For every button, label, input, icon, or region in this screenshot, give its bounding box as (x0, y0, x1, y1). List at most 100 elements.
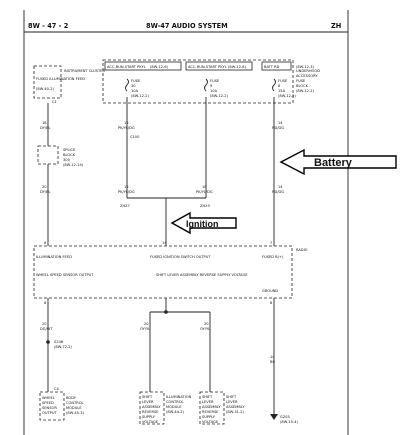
fuse-acc1-header: ACC-RUN-START PKYL (107, 65, 146, 69)
splice-s246: S246 (54, 340, 64, 344)
header-left: 8W - 47 - 2 (28, 22, 69, 30)
tipm-l3: FUSE (296, 79, 306, 83)
ground-icon (270, 414, 278, 420)
shift-l1: SHIFT (226, 395, 237, 399)
fuse-acc2-fuse: FUSE (210, 79, 220, 83)
illum-inner2: LEVER (142, 400, 154, 404)
wire-bot-2-color: OY/YL (140, 327, 150, 331)
wire-mid-1-gauge: 20 (42, 185, 47, 189)
tipm-l4: BLOCK (296, 84, 309, 88)
tipm-l1: UNDERHOOD (296, 69, 320, 73)
shift-inner4: REVERSE (202, 410, 219, 414)
bcm-inner1: WHEEL (42, 396, 55, 400)
instrument-cluster-pin: C1 (52, 100, 57, 104)
wire-mid-3-gauge: 16 (202, 185, 207, 189)
bcm-pin: C4 (54, 387, 60, 391)
fuse-acc2-header-box (185, 61, 253, 71)
fuse-acc1-num: 30 (131, 84, 136, 88)
radio-fused-ign: FUSED IGNITION SWITCH OUTPUT (150, 255, 211, 259)
fuse-acc1-amp: 10A (131, 89, 139, 93)
fuse-acc2-header: ACC-RUN-START PKYL (188, 65, 227, 69)
header-right: ZH (331, 22, 341, 30)
shift-inner6: VOLTAGE (202, 420, 219, 424)
fuse-acc2-ref: (8W-12-6) (228, 65, 247, 69)
ignition-callout: Ignition (186, 219, 219, 229)
fuse-acc2-amp: 10A (210, 89, 218, 93)
fuse-acc1-ref: (8W-12-6) (150, 65, 169, 69)
connector-c100: C100 (130, 135, 140, 139)
illum-inner1: SHIFT (142, 395, 153, 399)
illum-l2: CONTROL (166, 400, 184, 404)
fuse-batt-ref2: (8W-12-2) (278, 94, 297, 98)
instrument-cluster-ref: (8W-40-2) (36, 87, 55, 91)
wire-top-2-color: PK/YL/DG (118, 126, 135, 130)
instrument-cluster-label: INSTRUMENT CLUSTER (64, 69, 105, 73)
fuse-batt-header-box (261, 61, 292, 71)
radio-shift-lever: SHIFT LEVER ASSEMBLY REVERSE SUPPLY VOLT… (156, 273, 248, 277)
bcm-inner3: SENSOR (42, 406, 57, 410)
illum-inner5: SUPPLY (142, 415, 156, 419)
fuse-batt-ref: (8W-12-3) (296, 65, 315, 69)
battery-callout: Battery (314, 157, 353, 169)
wire-top-3-color: RD/DG (272, 126, 284, 130)
illum-inner3: ASSEMBLY (142, 405, 161, 409)
fuse-acc1-ref2: (8W-12-2) (131, 94, 150, 98)
shift-ref: (8W-31-2) (226, 410, 245, 414)
fuse-acc1-fuse: FUSE (131, 79, 141, 83)
bcm-ref: (8W-45-3) (66, 411, 85, 415)
tipm-ref: (8W-12-2) (296, 89, 315, 93)
fuse-batt-num: 8 (278, 84, 281, 88)
illum-module-box (139, 391, 165, 425)
header-center: 8W-47 AUDIO SYSTEM (146, 22, 228, 30)
bcm-inner2: SPEED (42, 401, 54, 405)
wire-mid-3-circuit: ZH29 (200, 204, 210, 208)
splice-s246-dot (46, 340, 50, 344)
wire-bot-2-gauge: 20 (144, 322, 149, 326)
fuse-acc2-num: 9 (210, 84, 213, 88)
fuse-block-outline (102, 59, 294, 104)
bcm-inner4: OUTPUT (42, 411, 57, 415)
splice-s246-ref: (8W-72-2) (54, 345, 73, 349)
wire-bot-1-color: DG/WT (40, 327, 53, 331)
radio-illum: ILLUMINATION FEED (36, 255, 72, 259)
wire-bot-1-gauge: 20 (42, 322, 47, 326)
radio-pin-1: 6 (44, 241, 47, 245)
bcm-box (39, 391, 65, 421)
splice-s247-dot (164, 310, 168, 314)
fuse-acc2-symbol (204, 78, 208, 92)
fuse-acc2-ref2: (8W-12-2) (210, 94, 229, 98)
instrument-cluster-box (33, 65, 62, 99)
ground-ref: (8W-15-4) (280, 420, 299, 424)
instrument-cluster-fused-feed: FUSED ILLUMINATION FEED (36, 77, 85, 81)
wire-bot-3-gauge: 20 (204, 322, 209, 326)
shift-inner2: LEVER (202, 400, 214, 404)
illum-ref: (8W-44-2) (166, 410, 185, 414)
wire-mid-4-gauge: 14 (278, 185, 283, 189)
shift-l3: ASSEMBLY (226, 405, 245, 409)
wire-bot-4-gauge: 14 (270, 355, 275, 359)
wire-bot-4-color: BK (270, 360, 275, 364)
shift-l2: LEVER (226, 400, 238, 404)
radio-fused-b: FUSED B(+) (262, 255, 284, 259)
shift-inner3: ASSEMBLY (202, 405, 221, 409)
fuse-batt-fuse: FUSE (278, 79, 288, 83)
bcm-l2: CONTROL (66, 401, 84, 405)
wire-top-1-gauge: 18 (42, 121, 47, 125)
radio-pin-4: 8 (44, 301, 47, 305)
shift-lever-box (199, 391, 225, 425)
illum-inner4: REVERSE (142, 410, 159, 414)
fuse-acc1-header-box (104, 61, 182, 71)
illum-inner6: VOLTAGE (142, 420, 159, 424)
fuse-acc1-symbol (125, 78, 129, 92)
bcm-l3: MODULE (66, 406, 82, 410)
wire-top-1-color: DY/BL (40, 126, 50, 130)
radio-box (33, 245, 293, 299)
splice-block-box (37, 145, 59, 165)
radio-label: RADIO (296, 248, 308, 252)
wire-bot-3-color: OY/YL (200, 327, 210, 331)
splice-block-ref: (8W-12-14) (63, 163, 84, 167)
wire-mid-4-color: RD/DG (272, 190, 284, 194)
bcm-l1: BODY (66, 396, 77, 400)
radio-pin-5: 8 (270, 301, 273, 305)
radio-pin-3: 7 (270, 241, 272, 245)
